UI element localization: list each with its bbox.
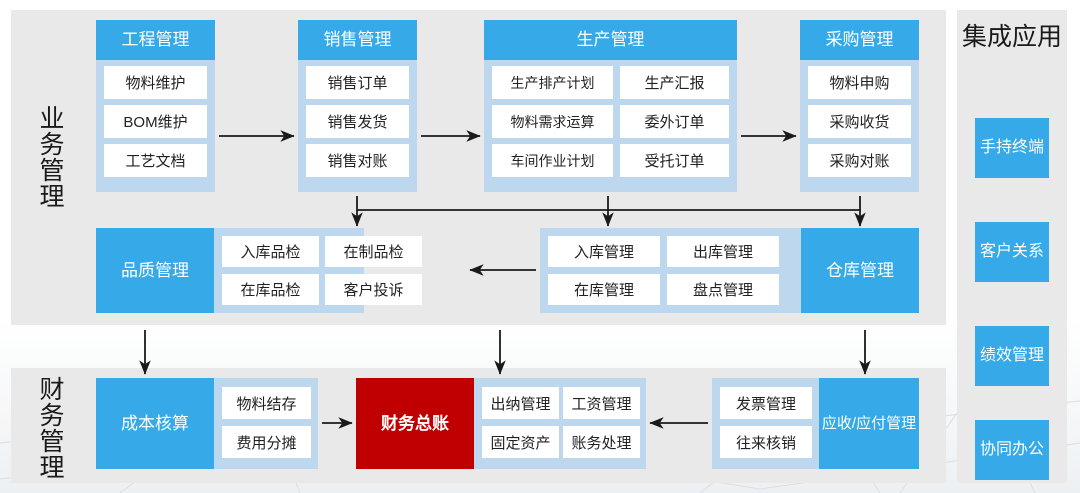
- cell-cost-1[interactable]: 费用分摊: [222, 426, 311, 458]
- cell-receivable-0[interactable]: 发票管理: [720, 387, 812, 419]
- group-header-sales: 销售管理: [298, 20, 417, 60]
- integration-tile-oa[interactable]: 协同办公: [975, 420, 1049, 480]
- group-header-warehouse: 仓库管理: [801, 228, 919, 313]
- group-purchasing-management[interactable]: 采购管理 物料申购 采购收货 采购对账: [800, 20, 919, 192]
- cell-receivable-1[interactable]: 往来核销: [720, 426, 812, 458]
- cell-quality-0[interactable]: 入库品检: [222, 236, 319, 267]
- cell-warehouse-1[interactable]: 在库管理: [548, 274, 660, 305]
- cell-production-4[interactable]: 委外订单: [620, 105, 729, 138]
- cell-purchasing-1[interactable]: 采购收货: [808, 105, 911, 138]
- group-header-production: 生产管理: [484, 20, 737, 60]
- group-header-receivable-payable: 应收/应付管理: [819, 378, 919, 469]
- integration-title: 集成应用: [961, 23, 1062, 51]
- cell-sales-1[interactable]: 销售发货: [306, 105, 409, 138]
- cell-warehouse-2[interactable]: 出库管理: [667, 236, 779, 267]
- cell-quality-1[interactable]: 在库品检: [222, 274, 319, 305]
- group-header-general-ledger: 财务总账: [356, 378, 474, 469]
- group-receivable-payable[interactable]: 应收/应付管理 发票管理 往来核销: [712, 378, 919, 469]
- cell-sales-2[interactable]: 销售对账: [306, 144, 409, 177]
- group-sales-management[interactable]: 销售管理 销售订单 销售发货 销售对账: [298, 20, 417, 192]
- cell-production-2[interactable]: 车间作业计划: [492, 144, 613, 177]
- group-quality-management[interactable]: 品质管理 入库品检 在库品检 在制品检 客户投诉: [96, 228, 422, 313]
- cell-engineering-0[interactable]: 物料维护: [104, 66, 207, 99]
- cell-engineering-2[interactable]: 工艺文档: [104, 144, 207, 177]
- cell-warehouse-0[interactable]: 入库管理: [548, 236, 660, 267]
- cell-purchasing-0[interactable]: 物料申购: [808, 66, 911, 99]
- integration-tile-performance[interactable]: 绩效管理: [975, 326, 1049, 386]
- cell-general-ledger-1[interactable]: 固定资产: [482, 426, 559, 458]
- cell-production-5[interactable]: 受托订单: [620, 144, 729, 177]
- cell-sales-0[interactable]: 销售订单: [306, 66, 409, 99]
- cell-general-ledger-2[interactable]: 工资管理: [563, 387, 640, 419]
- cell-quality-3[interactable]: 客户投诉: [325, 274, 422, 305]
- cell-purchasing-2[interactable]: 采购对账: [808, 144, 911, 177]
- section-label-business: 业务管理: [36, 105, 64, 209]
- integration-tile-handheld[interactable]: 手持终端: [975, 118, 1049, 178]
- cell-general-ledger-0[interactable]: 出纳管理: [482, 387, 559, 419]
- group-cost-accounting[interactable]: 成本核算 物料结存 费用分摊: [96, 378, 318, 469]
- cell-quality-2[interactable]: 在制品检: [325, 236, 422, 267]
- integration-tile-crm[interactable]: 客户关系: [975, 222, 1049, 282]
- group-header-cost: 成本核算: [96, 378, 214, 469]
- group-production-management[interactable]: 生产管理 生产排产计划 物料需求运算 车间作业计划 生产汇报 委外订单 受托订单: [484, 20, 737, 192]
- group-engineering-management[interactable]: 工程管理 物料维护 BOM维护 工艺文档: [96, 20, 215, 192]
- cell-warehouse-3[interactable]: 盘点管理: [667, 274, 779, 305]
- cell-production-3[interactable]: 生产汇报: [620, 66, 729, 99]
- group-header-purchasing: 采购管理: [800, 20, 919, 60]
- group-header-engineering: 工程管理: [96, 20, 215, 60]
- cell-engineering-1[interactable]: BOM维护: [104, 105, 207, 138]
- group-warehouse-management[interactable]: 仓库管理 入库管理 在库管理 出库管理 盘点管理: [540, 228, 919, 313]
- cell-general-ledger-3[interactable]: 账务处理: [563, 426, 640, 458]
- cell-production-1[interactable]: 物料需求运算: [492, 105, 613, 138]
- group-header-quality: 品质管理: [96, 228, 214, 313]
- cell-cost-0[interactable]: 物料结存: [222, 387, 311, 419]
- section-label-finance: 财务管理: [36, 376, 64, 480]
- group-general-ledger[interactable]: 财务总账 出纳管理 固定资产 工资管理 账务处理: [356, 378, 646, 469]
- cell-production-0[interactable]: 生产排产计划: [492, 66, 613, 99]
